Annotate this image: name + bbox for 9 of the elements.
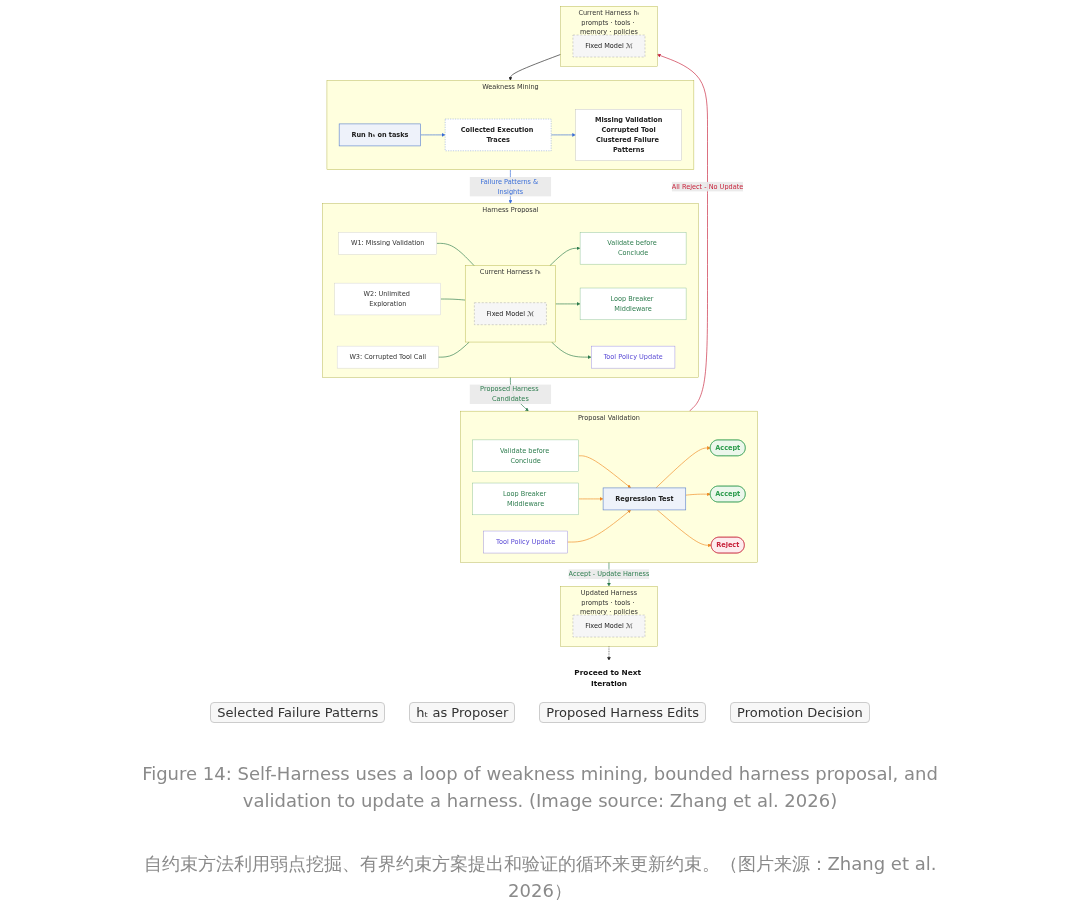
column-caption: hₜ as Proposer [409, 702, 516, 723]
caption-translation: 自约束方法利用弱点挖掘、有界约束方案提出和验证的循环来更新约束。（图片来源：Zhang et al. 2026） [142, 852, 938, 903]
connector [437, 341, 470, 357]
figure-caption: Figure 14: Self-Harness uses a loop of weakness mining, bounded harness proposal, and validation to update a harness. (Image source: Zhang et al. 2026) [141, 762, 939, 813]
connector [436, 242, 475, 266]
connector [440, 298, 466, 300]
column-caption: Selected Failure Patterns [210, 702, 386, 723]
column-caption: Promotion Decision [730, 702, 870, 723]
column-caption: Proposed Harness Edits [539, 702, 707, 723]
